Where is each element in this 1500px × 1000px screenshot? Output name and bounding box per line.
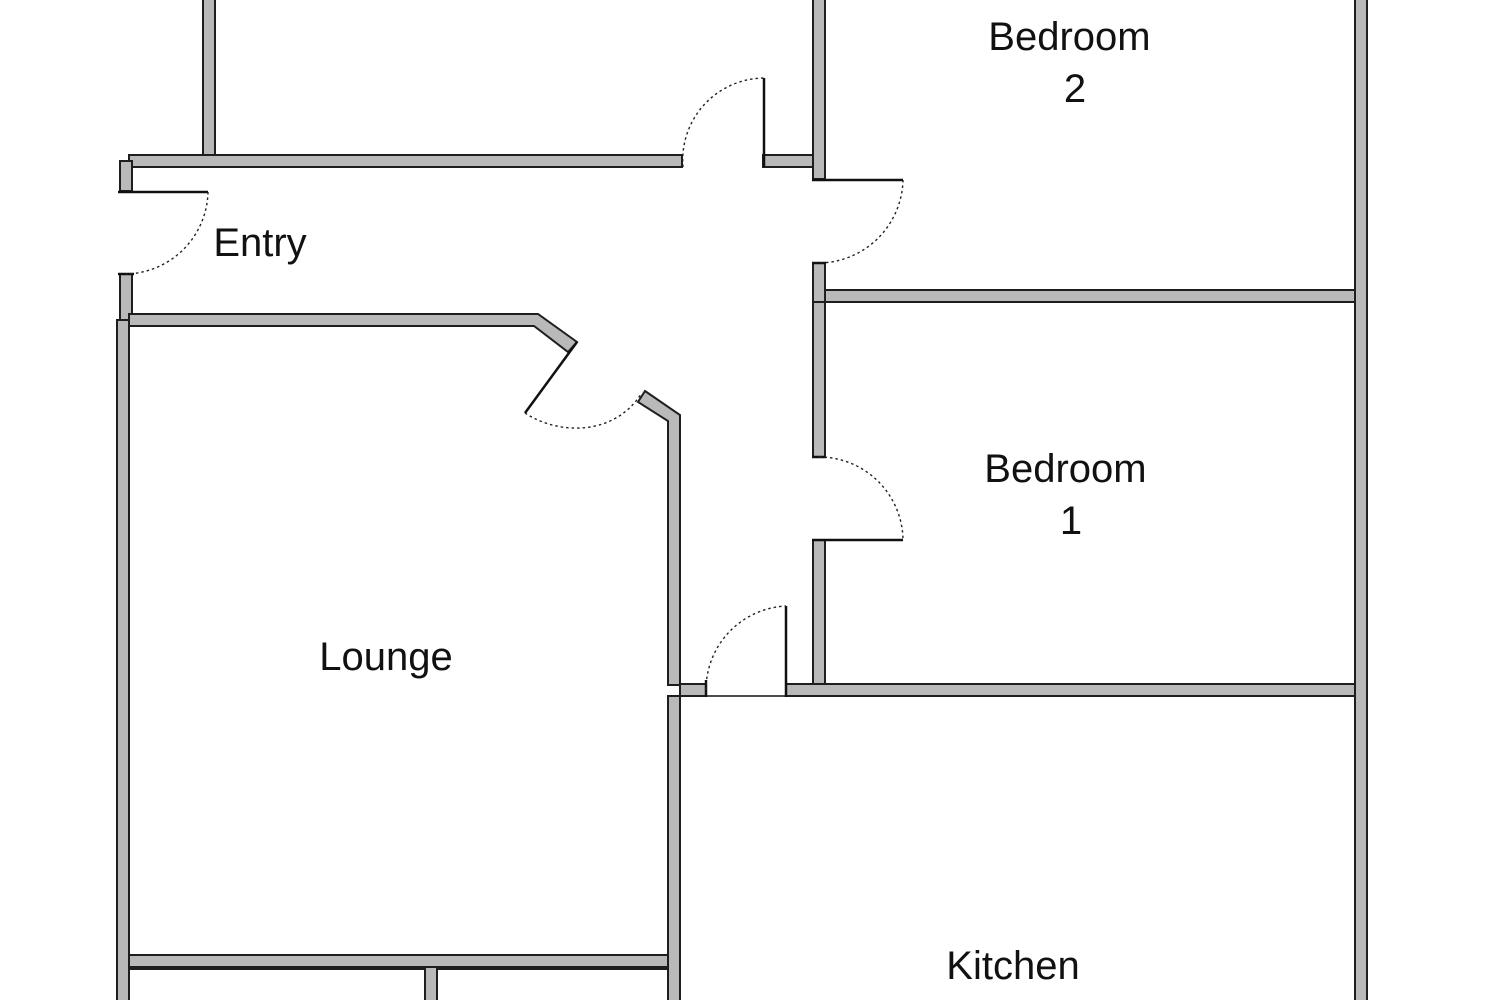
wall-entry-upper — [119, 160, 133, 192]
wall-bedroom1-left-bottom — [812, 539, 826, 686]
wall-lounge-right — [636, 389, 681, 686]
wall-bedroom2-left-bottom — [812, 262, 826, 304]
door-lounge — [523, 341, 642, 429]
wall-bedrooms-divider — [824, 289, 1356, 303]
label-bedroom-1-line-1: Bedroom — [984, 447, 1146, 491]
door-upper-room — [682, 77, 766, 168]
door-entry — [118, 190, 209, 276]
wall-bedroom1-left-top — [812, 301, 826, 458]
label-lounge: Lounge — [319, 635, 452, 679]
label-bedroom-1: Bedroom 1 — [984, 447, 1157, 543]
wall-kitchen-top — [785, 683, 1356, 697]
wall-kitchen-left — [667, 695, 681, 1000]
walls — [116, 0, 1368, 1000]
room-labels: Bedroom 2 Entry Bedroom 1 Lounge Kitchen — [213, 15, 1161, 988]
wall-corridor-top-stub — [762, 154, 814, 168]
label-lounge-line-1: Lounge — [319, 635, 452, 679]
door-bedroom-1 — [812, 455, 904, 542]
wall-right-exterior — [1354, 0, 1368, 1000]
wall-bedroom2-left-top — [812, 0, 826, 180]
wall-corridor-top — [128, 154, 683, 168]
label-entry-line-1: Entry — [213, 221, 306, 265]
wall-lounge-bottom — [128, 954, 669, 968]
wall-storage-divider — [424, 966, 438, 1000]
wall-lounge-top — [128, 313, 579, 354]
doors — [118, 77, 904, 697]
wall-storage-top — [128, 966, 669, 970]
label-entry: Entry — [213, 221, 306, 265]
door-bedroom-2 — [812, 178, 904, 265]
wall-lounge-left — [116, 319, 130, 1000]
label-bedroom-2-line-2: 2 — [1064, 67, 1086, 111]
door-kitchen — [704, 605, 788, 697]
label-bedroom-2: Bedroom 2 — [988, 15, 1161, 111]
label-bedroom-1-line-2: 1 — [1060, 499, 1082, 543]
label-kitchen-line-1: Kitchen — [946, 944, 1079, 988]
label-bedroom-2-line-1: Bedroom — [988, 15, 1150, 59]
wall-kitchen-top-left — [679, 683, 707, 697]
wall-upper-left — [202, 0, 216, 157]
label-kitchen: Kitchen — [946, 944, 1079, 988]
